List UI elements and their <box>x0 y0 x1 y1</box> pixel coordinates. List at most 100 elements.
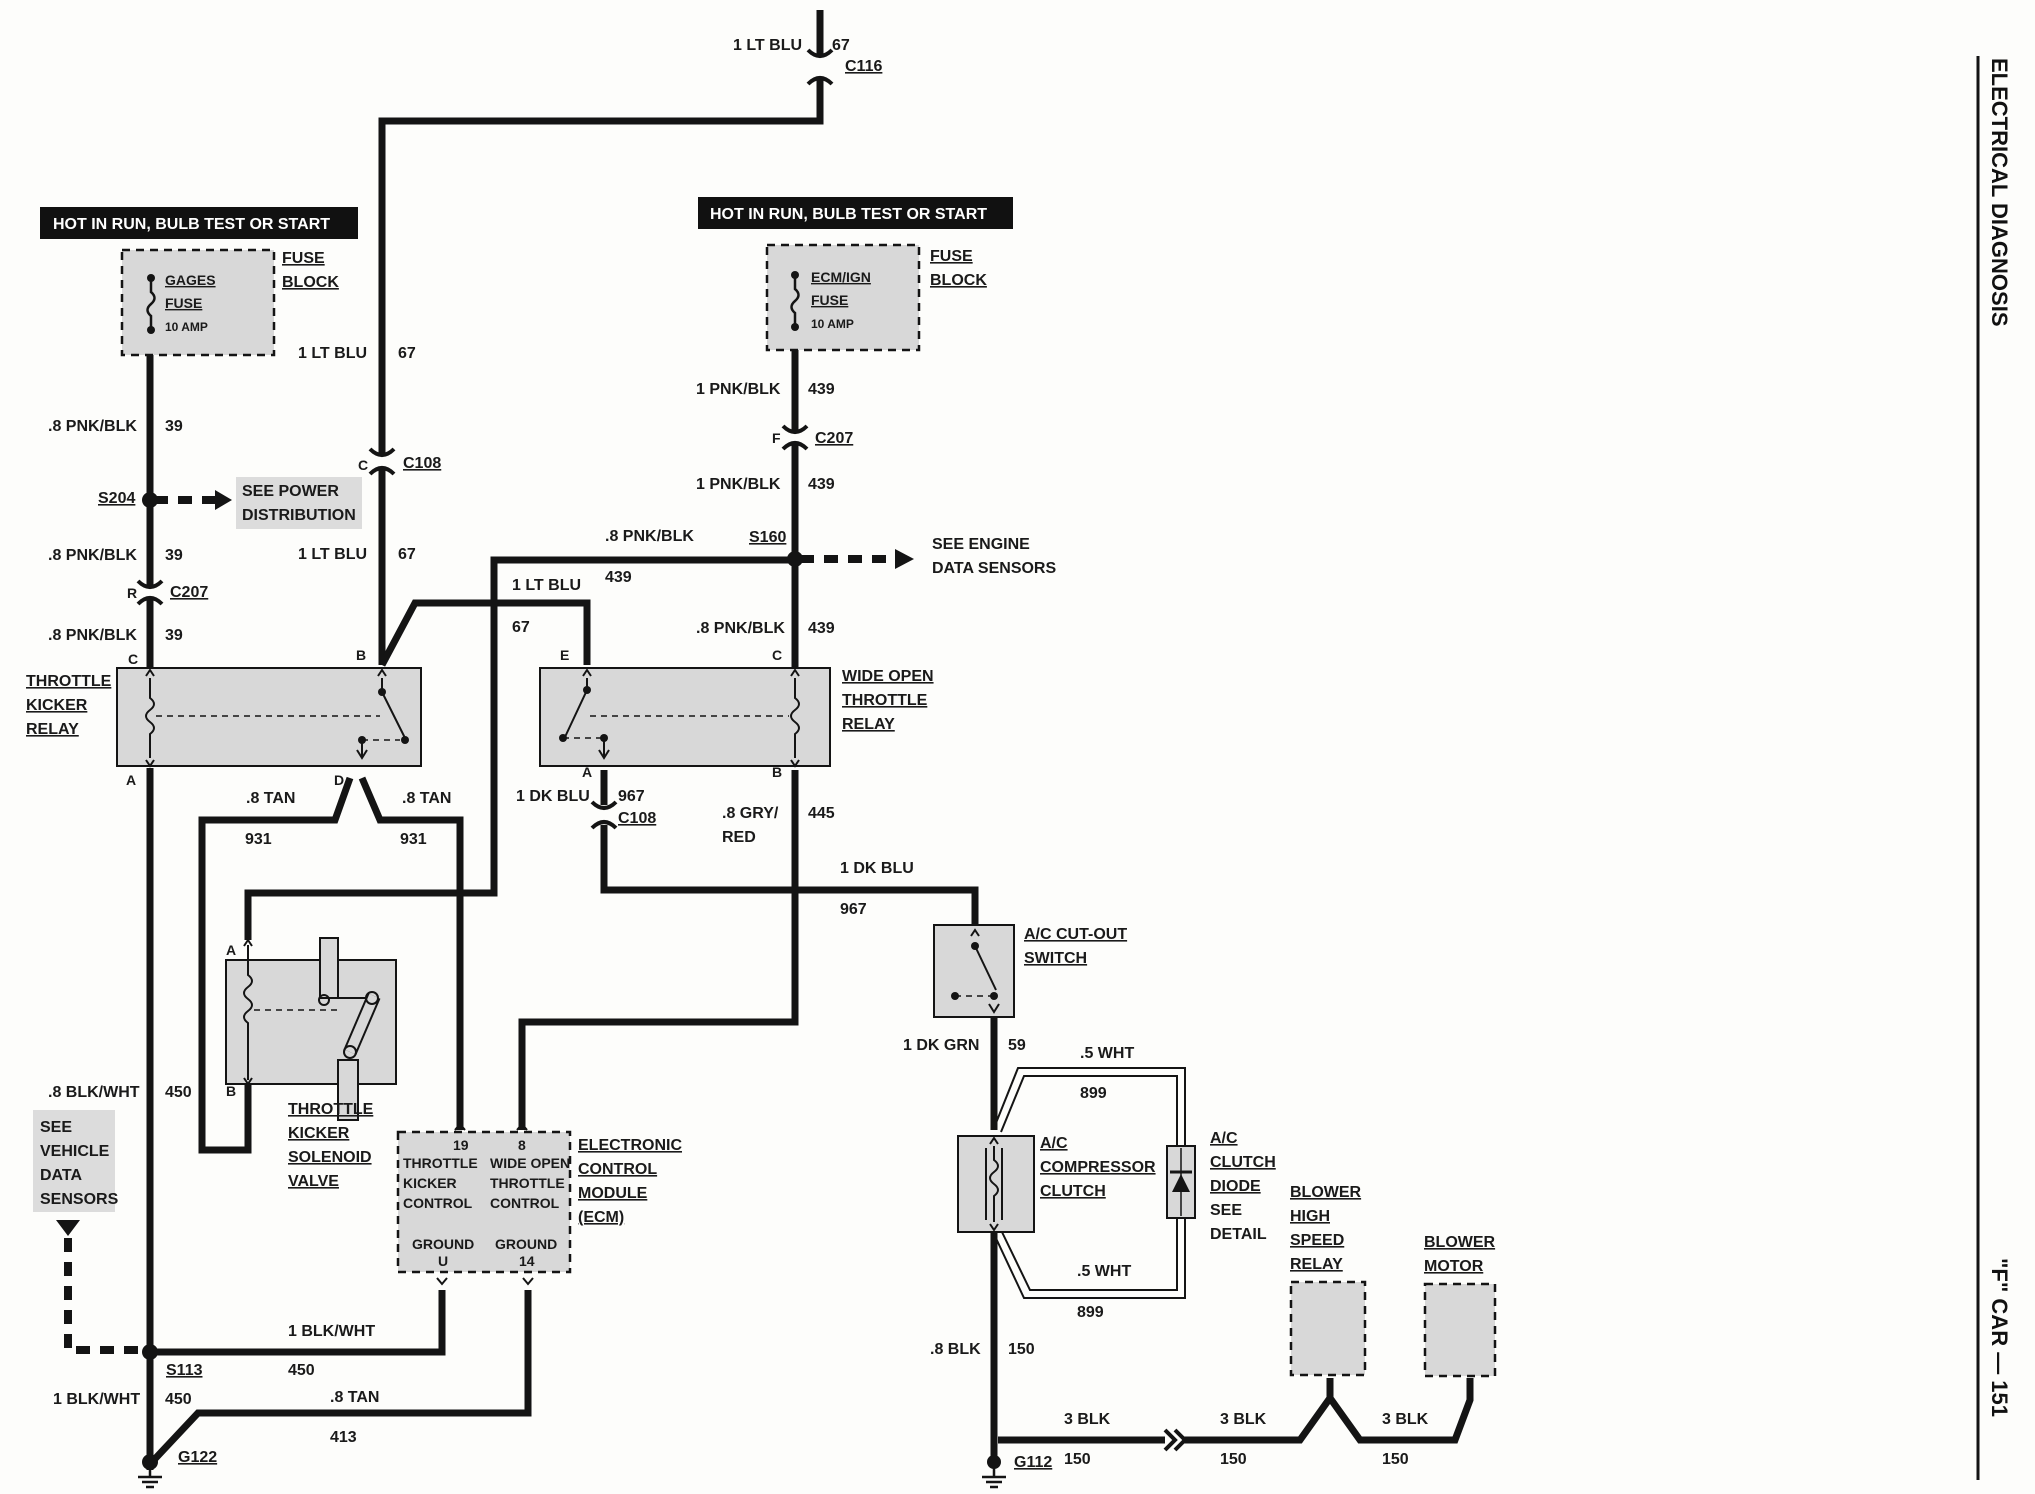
header-left-text: HOT IN RUN, BULB TEST OR START <box>53 216 330 233</box>
wl-450-2: 450 <box>288 1362 315 1379</box>
connector-3blk-inline <box>1163 1428 1188 1452</box>
ecm-label-2: CONTROL <box>578 1161 657 1178</box>
arrow-engine-head <box>895 549 914 569</box>
wl-blk-150: .8 BLK <box>930 1341 981 1358</box>
connector-c207-left <box>136 579 164 606</box>
wl-3blk-3: 3 BLK <box>1382 1411 1429 1428</box>
ecm-wo-3: CONTROL <box>490 1195 560 1211</box>
label-c207-right: C207 <box>815 430 853 447</box>
wl-s160-pnk: .8 PNK/BLK <box>605 528 694 545</box>
fuse-block-right-1: FUSE <box>930 248 973 265</box>
ecm-wo-2: THROTTLE <box>490 1175 565 1191</box>
wire-vehicle-data-dashed <box>64 1238 146 1354</box>
splice-s204 <box>142 492 158 508</box>
ecm-tk-1: THROTTLE <box>403 1155 478 1171</box>
ecm-label-1: ELECTRONIC <box>578 1137 682 1154</box>
wl-pnk-1: .8 PNK/BLK <box>48 418 137 435</box>
diode-label-3: DIODE <box>1210 1178 1261 1195</box>
acsw-label-1: A/C CUT-OUT <box>1024 926 1127 943</box>
ecm-gnd-14: 14 <box>519 1253 535 1269</box>
wire-931-left <box>198 776 354 1154</box>
wire-3blk <box>998 1378 1474 1444</box>
ref-vehicle-1: SEE <box>40 1119 72 1136</box>
wire-899-top <box>993 1067 1186 1146</box>
wl-wht-bot: .5 WHT <box>1077 1263 1131 1280</box>
wl-150-3: 150 <box>1382 1451 1409 1468</box>
label-g112: G112 <box>1014 1454 1052 1471</box>
wl-ltblu-b: 1 LT BLU <box>298 546 367 563</box>
wl-tan-bot: .8 TAN <box>330 1389 379 1406</box>
bhs-label-3: SPEED <box>1290 1232 1344 1249</box>
label-c108-top: C108 <box>403 455 441 472</box>
ref-power-box <box>236 477 362 529</box>
wl-931-l: 931 <box>245 831 272 848</box>
wl-3blk-2: 3 BLK <box>1220 1411 1267 1428</box>
fuse-block-right-2: BLOCK <box>930 272 987 289</box>
wl-450: 450 <box>165 1084 192 1101</box>
wot-label-1: WIDE OPEN <box>842 668 934 685</box>
wl-67-a: 67 <box>398 345 416 362</box>
accl-label-3: CLUTCH <box>1040 1183 1106 1200</box>
wl-tan-r: .8 TAN <box>402 790 451 807</box>
wl-39-2: 39 <box>165 547 183 564</box>
bm-label-2: MOTOR <box>1424 1258 1484 1275</box>
wl-gry-2: RED <box>722 829 756 846</box>
wl-top-67: 67 <box>832 37 850 54</box>
wl-dkblu-2: 1 DK BLU <box>840 860 914 877</box>
bm-label-1: BLOWER <box>1424 1234 1496 1251</box>
connector-c207-right <box>781 424 809 451</box>
wl-899-bot: 899 <box>1077 1304 1104 1321</box>
ref-vehicle-4: SENSORS <box>40 1191 119 1208</box>
page-number: "F" CAR — 151 <box>1987 1258 2012 1417</box>
wl-450-3: 450 <box>165 1391 192 1408</box>
connector-c116 <box>806 48 834 86</box>
header-left <box>40 207 358 239</box>
wl-59: 59 <box>1008 1037 1026 1054</box>
pin-tkr-a: A <box>126 772 136 788</box>
svg-text:FUSE: FUSE <box>811 292 848 308</box>
pin-tksv-b: B <box>226 1083 236 1099</box>
wl-pnk-3: .8 PNK/BLK <box>48 627 137 644</box>
wire-899-bot <box>993 1218 1186 1299</box>
ac-clutch-diode <box>1166 1145 1196 1219</box>
wl-150-2: 150 <box>1220 1451 1247 1468</box>
wl-dkgrn: 1 DK GRN <box>903 1037 979 1054</box>
blower-motor <box>1423 1282 1497 1378</box>
ecm-label-4: (ECM) <box>578 1209 624 1226</box>
ref-vehicle-3: DATA <box>40 1167 83 1184</box>
diode-label-1: A/C <box>1210 1130 1238 1147</box>
wl-899-top: 899 <box>1080 1085 1107 1102</box>
label-c207-left: C207 <box>170 584 208 601</box>
blower-high-speed-relay <box>1289 1280 1367 1377</box>
wire-413 <box>149 1290 532 1465</box>
label-s204: S204 <box>98 490 135 507</box>
wl-top-ltblu: 1 LT BLU <box>733 37 802 54</box>
wl-413: 413 <box>330 1429 357 1446</box>
ac-cutout-switch <box>933 924 1015 1018</box>
tkr-label-2: KICKER <box>26 697 88 714</box>
wire-1blkwht <box>150 1290 446 1356</box>
wl-1blkwht: 1 BLK/WHT <box>288 1323 375 1340</box>
bhs-label-2: HIGH <box>1290 1208 1330 1225</box>
wire-67-top <box>378 10 824 665</box>
wl-67-b: 67 <box>398 546 416 563</box>
wl-967-2: 967 <box>840 901 867 918</box>
fuse-gages: GAGES FUSE 10 AMP <box>120 248 276 357</box>
wl-967: 967 <box>618 788 645 805</box>
splice-s113 <box>142 1344 158 1360</box>
connector-c108-mid <box>590 800 618 830</box>
ecm-gnd-1: GROUND <box>412 1236 474 1252</box>
pin-c-108: C <box>358 457 368 473</box>
pin-tkr-c: C <box>128 651 138 667</box>
pin-wot-b: B <box>772 764 782 780</box>
wire-967 <box>600 770 979 925</box>
pin-tksv-a: A <box>226 942 236 958</box>
ecm-pin-19: 19 <box>453 1137 469 1153</box>
wire-439-branch <box>244 556 795 940</box>
ac-compressor-clutch <box>957 1135 1035 1233</box>
splice-s160 <box>787 551 803 567</box>
tksv-label-2: KICKER <box>288 1125 350 1142</box>
page-title: ELECTRICAL DIAGNOSIS <box>1987 58 2012 327</box>
diode-label-4: SEE <box>1210 1202 1242 1219</box>
